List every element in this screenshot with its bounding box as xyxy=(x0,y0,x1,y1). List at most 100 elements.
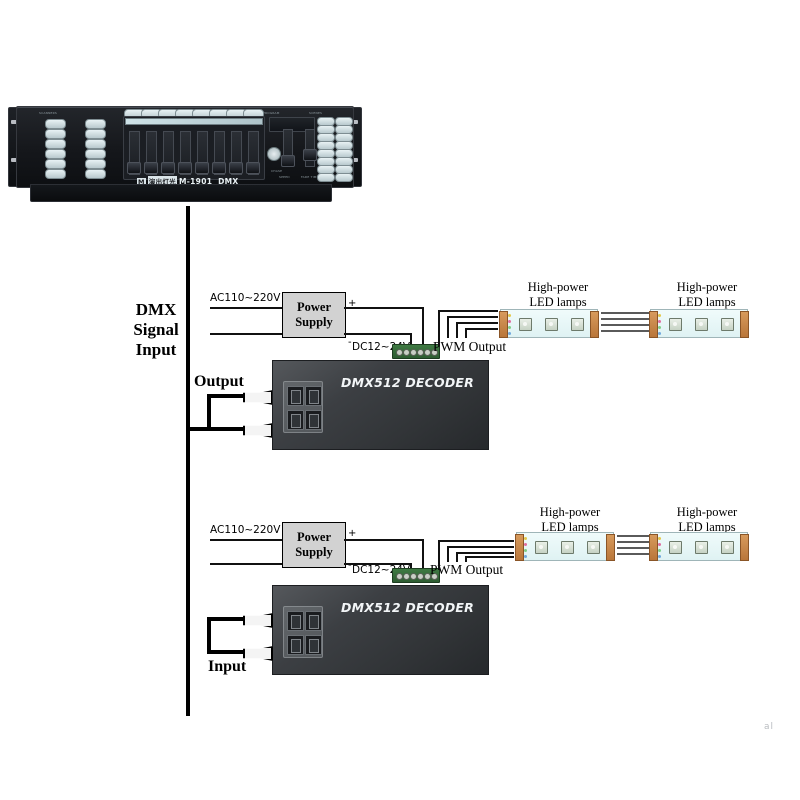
channel-fader-knob[interactable] xyxy=(212,162,226,174)
led-pad-right xyxy=(740,311,749,338)
strip-link-wire-bottom-2 xyxy=(617,541,651,543)
ac-wire-live-top xyxy=(210,307,284,309)
pwm-output-label-bottom: PWM Output xyxy=(430,562,504,577)
dc-wire-minus-drop-bottom xyxy=(410,563,412,571)
dmx-controller[interactable]: SCANNERS FIXTURES PROGRAM SCENES xyxy=(8,106,362,206)
input-label: Input xyxy=(208,658,247,675)
power-supply-top: Power Supply xyxy=(282,292,346,338)
led-pad-left xyxy=(649,311,661,338)
dmx-in-terminal-top[interactable] xyxy=(305,386,322,406)
scanner-button[interactable] xyxy=(85,139,106,149)
dmx-in-terminal-bottom[interactable] xyxy=(305,611,322,631)
strip-link-wire-bottom-1 xyxy=(617,535,651,537)
pwm-lead-top-4 xyxy=(465,328,498,330)
controller-faceplate: SCANNERS FIXTURES PROGRAM SCENES xyxy=(16,106,354,188)
dmx-trunk-wire xyxy=(186,206,190,716)
xlr-connector-out-top[interactable] xyxy=(243,423,273,438)
xlr-connector-in-bottom[interactable] xyxy=(243,613,273,628)
dc-wire-minus-drop-top xyxy=(410,333,412,347)
controller-base xyxy=(30,184,332,202)
master-fader-knob[interactable] xyxy=(303,149,317,161)
strip-link-wire-top-1 xyxy=(601,312,651,314)
ac-input-label-top: AC110~220V xyxy=(210,292,281,304)
power-supply-label-top: Power Supply xyxy=(295,300,333,329)
controller-section-label-scenes: SCENES xyxy=(309,111,323,115)
strip-link-wire-bottom-3 xyxy=(617,547,651,549)
scanner-button[interactable] xyxy=(45,139,66,149)
dmx512-decoder-bottom[interactable]: DMX512 DECODER xyxy=(272,585,489,675)
channel-fader-knob[interactable] xyxy=(195,162,209,174)
led-strip-bottom-1 xyxy=(515,532,615,561)
controller-section-label-fade-time: FADE TIME xyxy=(301,175,319,179)
scene-button[interactable] xyxy=(335,173,353,182)
channel-fader-knob[interactable] xyxy=(161,162,175,174)
branch-top-riser xyxy=(207,394,211,430)
dc-wire-plus-top xyxy=(344,307,424,309)
power-supply-bottom: Power Supply xyxy=(282,522,346,568)
dc-plus-label-top: + xyxy=(348,298,357,309)
pwm-lead-bottom-1 xyxy=(438,540,514,542)
xlr-connector-in-top[interactable] xyxy=(243,390,273,405)
pwm-lead-top-1 xyxy=(438,310,498,312)
led-pad-right xyxy=(606,534,615,561)
dmx-out-port-top[interactable] xyxy=(287,410,304,430)
scanner-button[interactable] xyxy=(85,159,106,169)
pwm-wire-top-3 xyxy=(456,322,458,338)
dmx-in-port-bottom[interactable] xyxy=(287,611,304,631)
pwm-wire-bottom-3 xyxy=(456,552,458,562)
master-fader-knob[interactable] xyxy=(281,155,295,167)
scanner-button[interactable] xyxy=(45,119,66,129)
output-terminal-block-top[interactable] xyxy=(392,344,440,359)
led-lamps-label-top-1: High-power LED lamps xyxy=(527,280,589,309)
scanner-button[interactable] xyxy=(45,149,66,159)
branch-top-wire-upper xyxy=(207,394,245,398)
pwm-lead-bottom-2 xyxy=(447,546,514,548)
controller-section-label-chase: CHASE xyxy=(271,169,283,173)
led-lamps-label-bottom-2: High-power LED lamps xyxy=(676,505,738,534)
led-strip-bottom-2 xyxy=(649,532,749,561)
pwm-lead-bottom-4 xyxy=(465,556,514,558)
controller-section-label-speed: SPEED xyxy=(279,175,290,179)
dmx-out-terminal-top[interactable] xyxy=(305,410,322,430)
channel-fader-knob[interactable] xyxy=(144,162,158,174)
scanner-button[interactable] xyxy=(85,119,106,129)
dc-minus-label-top: - xyxy=(348,337,352,348)
scanner-button[interactable] xyxy=(45,159,66,169)
channel-fader-knob[interactable] xyxy=(246,162,260,174)
channel-fader-knob[interactable] xyxy=(178,162,192,174)
channel-fader-knob[interactable] xyxy=(127,162,141,174)
scanner-button[interactable] xyxy=(85,169,106,179)
scanner-button[interactable] xyxy=(45,129,66,139)
scanner-button[interactable] xyxy=(85,129,106,139)
channel-fader-bank[interactable] xyxy=(123,116,265,180)
ac-wire-neutral-top xyxy=(210,333,284,335)
decoder-title-bottom: DMX512 DECODER xyxy=(341,600,474,615)
controller-section-label-scanners: SCANNERS xyxy=(39,111,58,115)
dmx-in-port-top[interactable] xyxy=(287,386,304,406)
dmx512-decoder-top[interactable]: DMX512 DECODER xyxy=(272,360,489,450)
led-lamps-label-bottom-1: High-power LED lamps xyxy=(539,505,601,534)
channel-level-indicator-strip xyxy=(125,118,263,125)
xlr-connector-out-bottom[interactable] xyxy=(243,646,273,661)
scanner-button[interactable] xyxy=(85,149,106,159)
dc-wire-minus-bottom xyxy=(344,563,412,565)
output-label: Output xyxy=(194,373,244,390)
scanner-button[interactable] xyxy=(45,169,66,179)
led-strip-top-2 xyxy=(649,309,749,338)
controller-model: M-1901 xyxy=(178,177,213,186)
scene-button[interactable] xyxy=(317,173,335,182)
dmx-out-port-bottom[interactable] xyxy=(287,635,304,655)
strip-link-wire-top-4 xyxy=(601,330,651,332)
branch-bottom-riser xyxy=(207,617,211,653)
strip-link-wire-top-2 xyxy=(601,318,651,320)
joystick[interactable] xyxy=(267,147,281,161)
output-terminal-block-bottom[interactable] xyxy=(392,568,440,583)
channel-fader-knob[interactable] xyxy=(229,162,243,174)
decoder-connector-plate-bottom xyxy=(283,606,323,658)
controller-section-label-program: PROGRAM xyxy=(263,111,280,115)
dc-wire-minus-top xyxy=(344,333,412,335)
led-pad-right xyxy=(590,311,599,338)
led-pad-left xyxy=(499,311,511,338)
dmx-out-terminal-bottom[interactable] xyxy=(305,635,322,655)
